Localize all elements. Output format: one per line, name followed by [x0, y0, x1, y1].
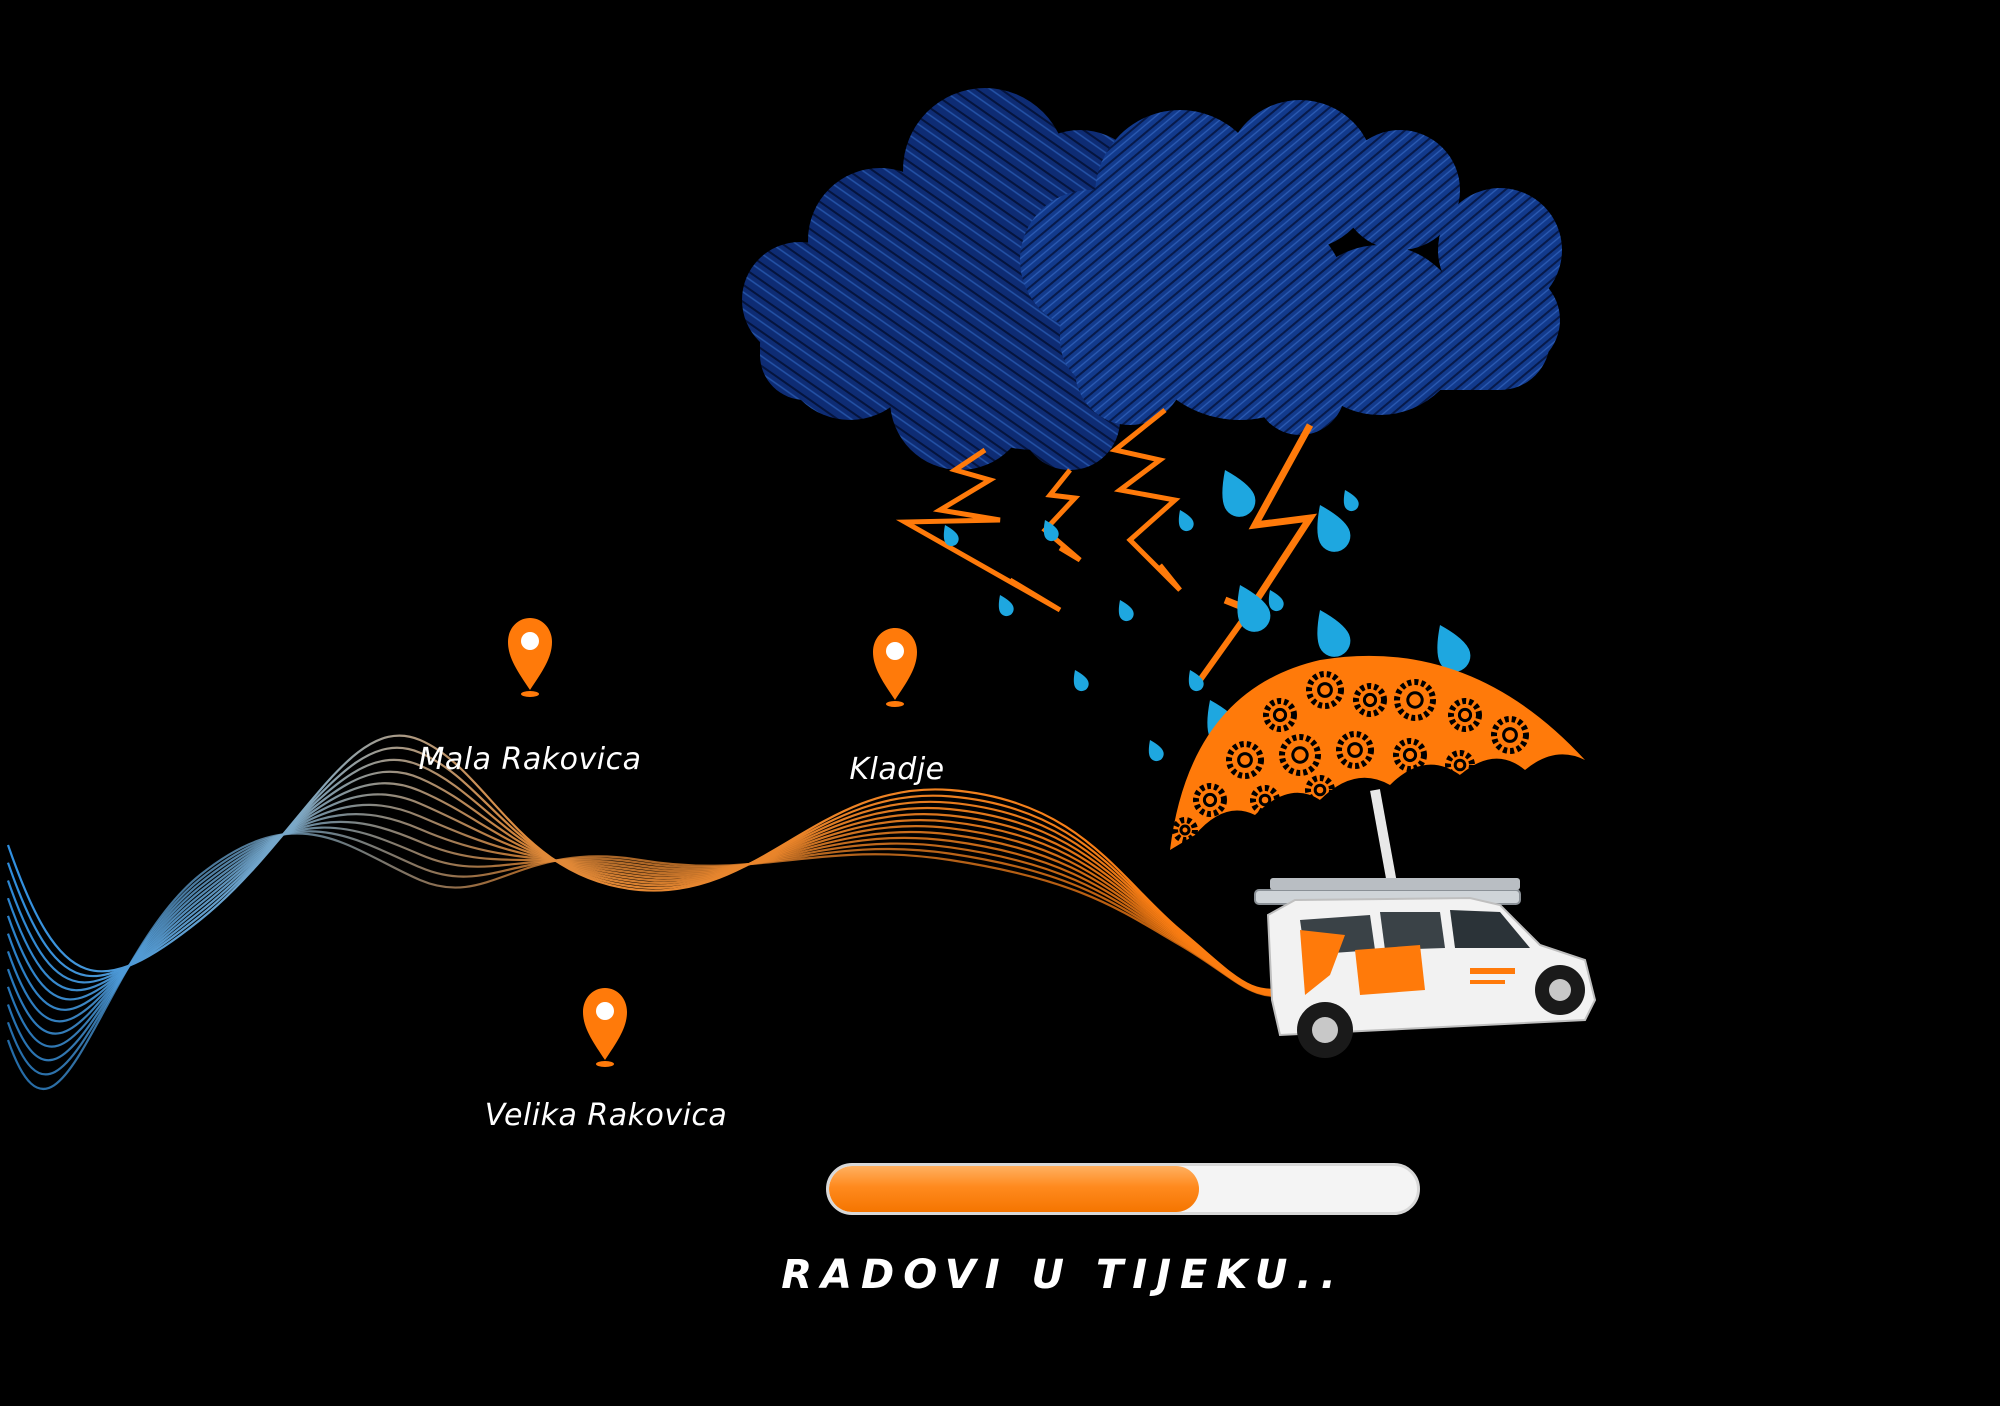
gear-hub	[1347, 742, 1363, 758]
gear-hub	[1362, 692, 1378, 708]
gear-icon	[1448, 698, 1482, 732]
gear-hub	[1258, 793, 1272, 807]
raindrop-icon	[1317, 610, 1351, 657]
raindrop-icon	[1268, 590, 1284, 612]
raindrop-icon	[1188, 670, 1204, 692]
raindrop-icon	[1178, 510, 1194, 532]
map-pin-icon	[583, 988, 627, 1067]
gear-icon	[1353, 683, 1387, 717]
location-label-velika-rakovica: Velika Rakovica	[484, 1098, 728, 1133]
wave-line	[6, 793, 1301, 1011]
gear-hub	[1237, 752, 1253, 768]
gear-hub	[1502, 727, 1518, 743]
gear-icon	[1336, 731, 1374, 769]
wave-line	[6, 826, 1301, 1062]
raindrop-icon	[998, 595, 1014, 617]
gear-hub	[1453, 758, 1467, 772]
wave-line	[6, 832, 1301, 1090]
wave-line	[6, 830, 1301, 1076]
map-pin-icon	[508, 618, 552, 697]
raindrop-icon	[1317, 504, 1351, 552]
gear-icon	[1263, 698, 1297, 732]
gear-hub	[1202, 792, 1218, 808]
gear-icon	[1393, 738, 1427, 772]
wave-line	[6, 746, 1301, 992]
gear-hub	[1317, 682, 1333, 698]
signal-waves	[6, 734, 1301, 1090]
gear-hub	[1313, 783, 1327, 797]
gear-icon	[1226, 741, 1264, 779]
raindrop-icon	[1043, 520, 1059, 542]
progress-bar	[826, 1163, 1420, 1215]
raindrop-icon	[1118, 600, 1134, 622]
wave-line	[6, 803, 1301, 1023]
gear-icon	[1193, 783, 1227, 817]
wave-line	[6, 782, 1301, 1001]
raindrop-icon	[1148, 740, 1164, 762]
gear-icon	[1172, 817, 1198, 843]
raindrop-icon	[1343, 490, 1359, 512]
storm-cloud-icon	[742, 88, 1562, 470]
gear-umbrella-icon	[1170, 655, 1585, 901]
gear-hub	[1457, 707, 1473, 723]
gear-hub	[1406, 691, 1424, 709]
gear-icon	[1305, 775, 1335, 805]
wave-line	[6, 758, 1301, 993]
raindrop-icon	[1237, 585, 1271, 632]
gear-icon	[1394, 679, 1436, 721]
gear-icon	[1306, 671, 1344, 709]
gear-hub	[1272, 707, 1288, 723]
status-message: RADOVI U TIJEKU..	[781, 1252, 1345, 1298]
gear-icon	[1491, 716, 1529, 754]
gear-icon	[1445, 750, 1475, 780]
location-label-kladje: Kladje	[849, 752, 945, 787]
map-pin-icon	[873, 628, 917, 707]
wave-line	[6, 813, 1301, 1035]
wave-line	[6, 770, 1301, 993]
gear-icon	[1279, 734, 1321, 776]
raindrop-icon	[1073, 670, 1089, 692]
raindrop-icon	[1222, 470, 1256, 517]
wave-line	[6, 820, 1301, 1048]
gear-hub	[1291, 746, 1309, 764]
location-label-mala-rakovica: Mala Rakovica	[418, 742, 642, 777]
progress-bar-fill	[829, 1166, 1200, 1212]
gear-icon	[1250, 785, 1280, 815]
service-van-icon	[1254, 878, 1597, 1058]
wave-line	[6, 734, 1301, 991]
raindrop-icon	[943, 525, 959, 547]
gear-hub	[1179, 824, 1191, 836]
gear-hub	[1402, 747, 1418, 763]
raindrop-icon	[1437, 625, 1471, 672]
